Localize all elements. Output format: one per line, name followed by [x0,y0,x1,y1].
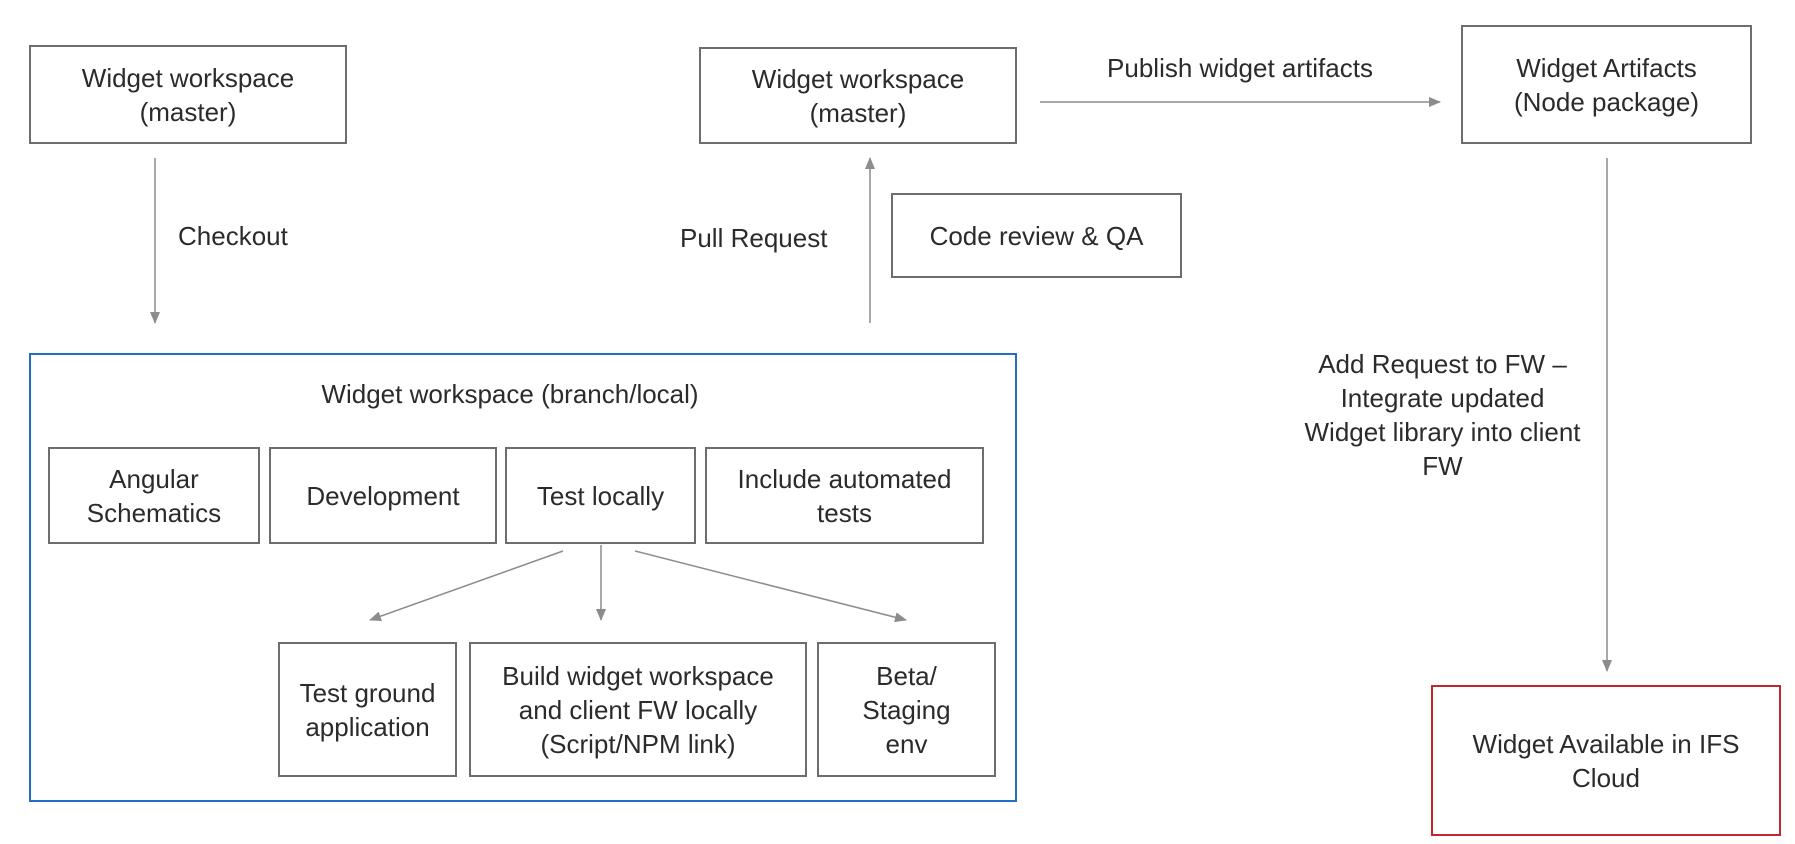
development-node: Development [269,447,497,544]
group-title: Widget workspace (branch/local) [321,379,699,409]
publish-label: Publish widget artifacts [1107,53,1373,83]
checkout-label: Checkout [178,221,288,251]
beta-staging-node: Beta/ Staging env [817,642,996,777]
code-review-node: Code review & QA [891,193,1182,278]
branch-local-group [29,353,1017,802]
angular-schematics-node: Angular Schematics [48,447,260,544]
automated-tests-node: Include automated tests [705,447,984,544]
workspace-master-left-node: Widget workspace (master) [29,45,347,144]
workspace-master-center-node: Widget workspace (master) [699,47,1017,144]
test-locally-node: Test locally [505,447,696,544]
add-request-label: Add Request to FW – Integrate updated Wi… [1304,349,1581,481]
pull-request-label: Pull Request [680,223,828,253]
test-to-beta-arrow [634,550,907,623]
widget-artifacts-node: Widget Artifacts (Node package) [1461,25,1752,144]
test-to-testground-arrow [369,550,564,622]
test-ground-node: Test ground application [278,642,457,777]
build-workspace-node: Build widget workspace and client FW loc… [469,642,807,777]
widget-available-node: Widget Available in IFS Cloud [1431,685,1781,836]
